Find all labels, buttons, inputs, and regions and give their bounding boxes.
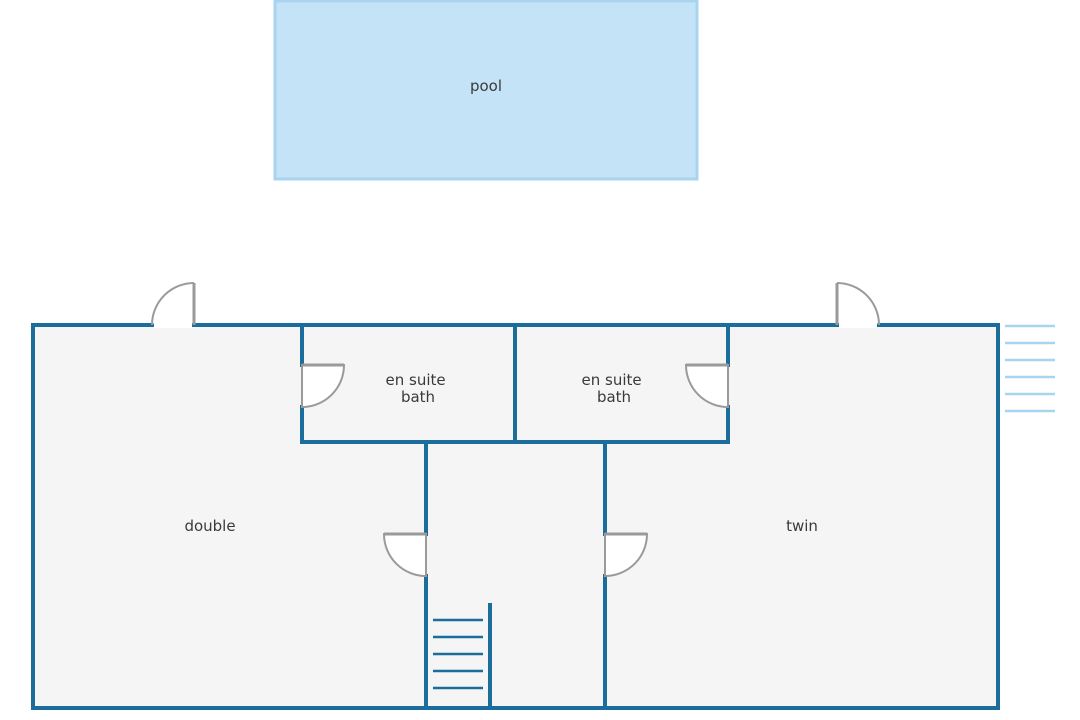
ensuite-right-label-line1: en suite — [582, 371, 642, 389]
pool-label: pool — [470, 77, 502, 95]
door-top-right[interactable] — [835, 282, 880, 328]
interior-stairs — [433, 618, 483, 690]
door-top-left[interactable] — [151, 282, 196, 328]
door-ensuite-right[interactable] — [684, 363, 731, 409]
doors — [151, 282, 880, 578]
ensuite-right-label-line2: bath — [597, 388, 631, 406]
twin-room-label: twin — [786, 517, 818, 535]
door-ensuite-left[interactable] — [299, 363, 346, 409]
ensuite-left-label: en suite bath — [386, 371, 451, 406]
exterior-steps — [1005, 324, 1055, 413]
room-labels: en suite bath en suite bath double twin — [184, 371, 817, 535]
ensuite-right-label: en suite bath — [582, 371, 647, 406]
door-double[interactable] — [382, 532, 429, 578]
ensuite-left-label-line1: en suite — [386, 371, 446, 389]
ensuite-left-label-line2: bath — [401, 388, 435, 406]
pool-area: pool — [273, 0, 699, 181]
door-twin[interactable] — [602, 532, 649, 578]
pool-shape — [273, 0, 699, 181]
double-room-label: double — [184, 517, 235, 535]
